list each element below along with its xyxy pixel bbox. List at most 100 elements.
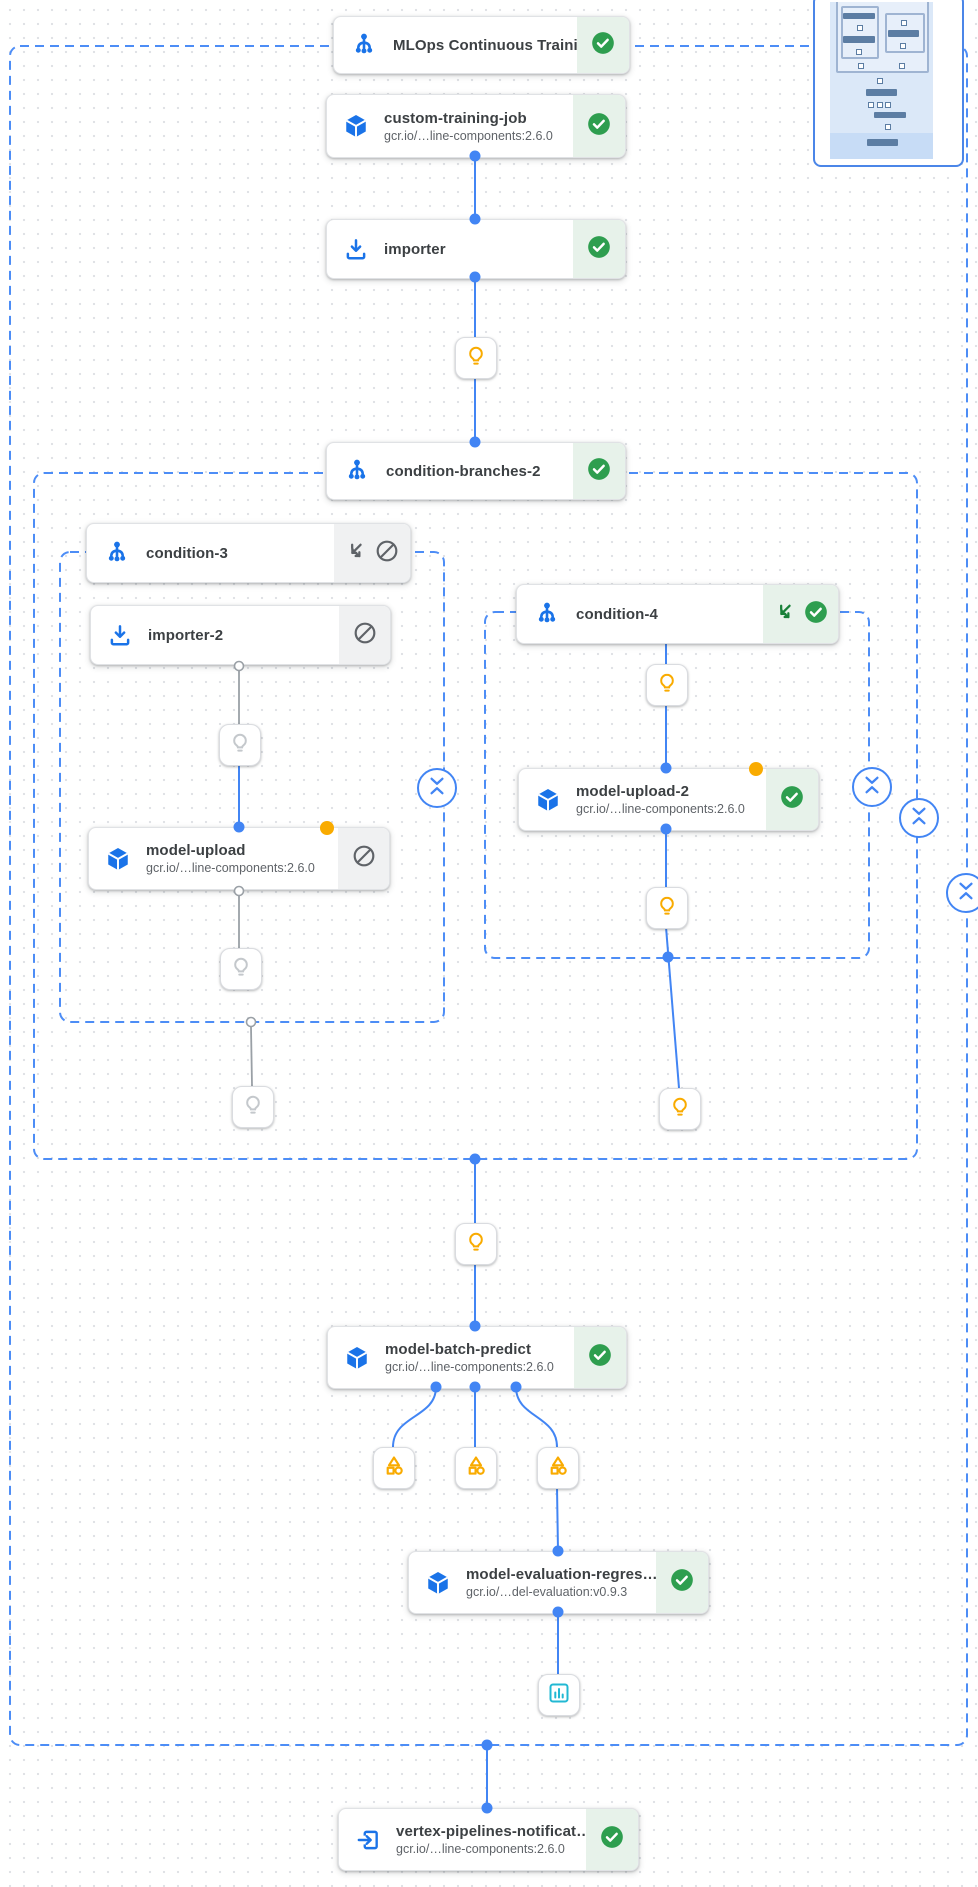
- collapse-condition-4-button[interactable]: [852, 767, 892, 807]
- collapse-icon: [854, 767, 890, 808]
- node-condition-3[interactable]: condition-3: [86, 523, 411, 583]
- status-skipped: [339, 606, 390, 664]
- node-title: importer-2: [148, 626, 224, 644]
- artifact-card[interactable]: [455, 1447, 497, 1489]
- minimap-card-marker: [868, 102, 874, 108]
- bar-chart-icon: [547, 1681, 571, 1710]
- node-model-upload-2[interactable]: model-upload-2 gcr.io/…line-components:2…: [518, 768, 819, 831]
- minimap-node-marker: [888, 30, 919, 37]
- node-title: importer: [384, 240, 446, 258]
- minimap-node-marker: [843, 13, 875, 19]
- minimap-card-marker: [899, 63, 905, 69]
- cube-icon: [535, 787, 561, 813]
- artifact-pending-badge: [749, 762, 763, 776]
- node-subtitle: gcr.io/…line-components:2.6.0: [396, 1842, 565, 1856]
- minimap[interactable]: [813, 0, 964, 167]
- artifact-card[interactable]: [537, 1447, 579, 1489]
- minimap-card-marker: [857, 25, 863, 31]
- condition-input-card-skipped[interactable]: [220, 948, 262, 990]
- check-circle-icon: [586, 456, 612, 487]
- node-title: vertex-pipelines-notificat…: [396, 1823, 592, 1840]
- artifact-icon: [463, 1453, 489, 1484]
- artifact-card[interactable]: [373, 1447, 415, 1489]
- node-subtitle: gcr.io/…line-components:2.6.0: [576, 802, 745, 816]
- branch-icon: [350, 31, 378, 59]
- condition-input-card[interactable]: [455, 1223, 497, 1265]
- lightbulb-icon: [668, 1095, 692, 1124]
- blocked-icon: [374, 538, 400, 569]
- condition-input-card-skipped[interactable]: [232, 1086, 274, 1128]
- node-condition-4[interactable]: condition-4: [516, 584, 839, 644]
- node-subtitle: gcr.io/…del-evaluation:v0.9.3: [466, 1585, 628, 1599]
- condition-input-card[interactable]: [659, 1088, 701, 1130]
- metrics-artifact-card[interactable]: [538, 1674, 580, 1716]
- node-model-upload[interactable]: model-upload gcr.io/…line-components:2.6…: [88, 827, 390, 890]
- cube-icon: [425, 1570, 451, 1596]
- collapse-icon: [948, 873, 978, 914]
- node-importer[interactable]: importer: [326, 219, 626, 279]
- collapse-condition-3-button[interactable]: [417, 768, 457, 808]
- fork-icon: [773, 600, 797, 629]
- node-importer-2[interactable]: importer-2: [90, 605, 391, 665]
- minimap-card-marker: [877, 102, 883, 108]
- node-title: model-upload-2: [576, 783, 690, 800]
- artifact-pending-badge: [320, 821, 334, 835]
- status-succeeded: [573, 95, 625, 157]
- collapse-condition-branches-2-button[interactable]: [899, 798, 939, 838]
- status-succeeded: [573, 220, 625, 278]
- minimap-card-marker: [885, 102, 891, 108]
- minimap-card-marker: [901, 20, 907, 26]
- minimap-node-marker: [866, 89, 897, 96]
- lightbulb-icon: [228, 731, 252, 760]
- node-title: condition-4: [576, 605, 658, 623]
- condition-input-card-skipped[interactable]: [219, 724, 261, 766]
- skipped-connector-line: [250, 1026, 253, 1087]
- branch-icon: [103, 539, 131, 567]
- status-succeeded: [573, 443, 625, 499]
- blocked-icon: [351, 843, 377, 874]
- branch-icon: [343, 457, 371, 485]
- cube-icon: [344, 1345, 370, 1371]
- node-model-batch-predict[interactable]: model-batch-predict gcr.io/…line-compone…: [327, 1326, 627, 1389]
- connector-line: [665, 926, 680, 1089]
- minimap-card-marker: [858, 63, 864, 69]
- node-model-evaluation[interactable]: model-evaluation-regres… gcr.io/…del-eva…: [408, 1551, 709, 1614]
- node-mlops-title[interactable]: MLOps Continuous Traini…: [333, 16, 630, 74]
- cube-icon: [105, 846, 131, 872]
- minimap-node-marker: [874, 112, 906, 118]
- status-succeeded: [577, 17, 629, 73]
- node-vertex-pipelines-notification[interactable]: vertex-pipelines-notificat… gcr.io/…line…: [338, 1808, 639, 1871]
- node-subtitle: gcr.io/…line-components:2.6.0: [384, 128, 553, 143]
- status-succeeded: [766, 769, 818, 830]
- node-condition-branches-2[interactable]: condition-branches-2: [326, 442, 626, 500]
- status-skipped: [334, 524, 410, 582]
- collapse-pipeline-button[interactable]: [946, 873, 978, 913]
- node-title: custom-training-job: [384, 109, 527, 127]
- node-title: MLOps Continuous Traini…: [393, 36, 593, 54]
- minimap-viewport[interactable]: [830, 133, 933, 159]
- node-title: model-evaluation-regres…: [466, 1566, 658, 1583]
- check-circle-icon: [599, 1824, 625, 1855]
- check-circle-icon: [590, 30, 616, 61]
- node-title: condition-3: [146, 544, 228, 562]
- fork-icon: [344, 539, 368, 568]
- status-succeeded: [763, 585, 838, 643]
- minimap-card-marker: [856, 49, 862, 55]
- minimap-card-marker: [877, 78, 883, 84]
- condition-input-card[interactable]: [646, 664, 688, 706]
- download-icon: [107, 622, 133, 648]
- node-custom-training-job[interactable]: custom-training-job gcr.io/…line-compone…: [326, 94, 626, 158]
- connector-line: [392, 1386, 437, 1448]
- pipeline-boundary: [9, 45, 968, 1746]
- condition-input-card[interactable]: [455, 337, 497, 379]
- lightbulb-icon: [464, 344, 488, 373]
- node-title: model-batch-predict: [385, 1341, 532, 1358]
- minimap-card-marker: [900, 43, 906, 49]
- collapse-icon: [419, 768, 455, 809]
- status-skipped: [338, 828, 389, 889]
- cube-icon: [343, 113, 369, 139]
- condition-input-card[interactable]: [646, 887, 688, 929]
- connector-line: [556, 1486, 559, 1552]
- connector-line: [515, 1386, 558, 1448]
